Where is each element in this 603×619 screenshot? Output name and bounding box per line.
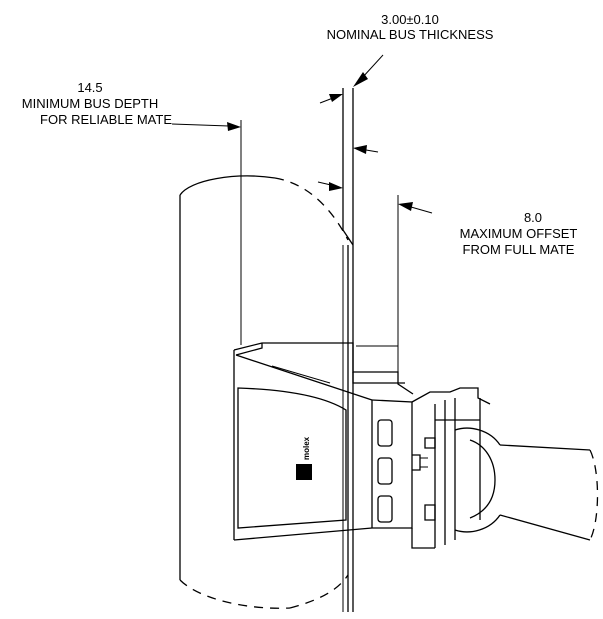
brand-logo-text: molex (302, 436, 311, 460)
cable-clamp (424, 398, 501, 548)
dimension-lines (171, 54, 433, 370)
bus-bar (179, 175, 349, 609)
depth-value-label: 14.5 (77, 80, 103, 95)
bus-blade (342, 88, 354, 612)
brand-logo: molex (296, 436, 312, 480)
offset-caption-line1: MAXIMUM OFFSET (459, 226, 578, 241)
thickness-value-label: 3.00±0.10 (381, 12, 439, 27)
offset-value-label: 8.0 (523, 210, 543, 225)
depth-caption-line2: FOR RELIABLE MATE (40, 112, 172, 127)
offset-caption-line2: FROM FULL MATE (462, 242, 575, 257)
depth-caption-line1: MINIMUM BUS DEPTH (21, 96, 159, 111)
connector-housing (233, 342, 491, 549)
thickness-caption-label: NOMINAL BUS THICKNESS (326, 27, 494, 42)
cable (499, 444, 599, 541)
